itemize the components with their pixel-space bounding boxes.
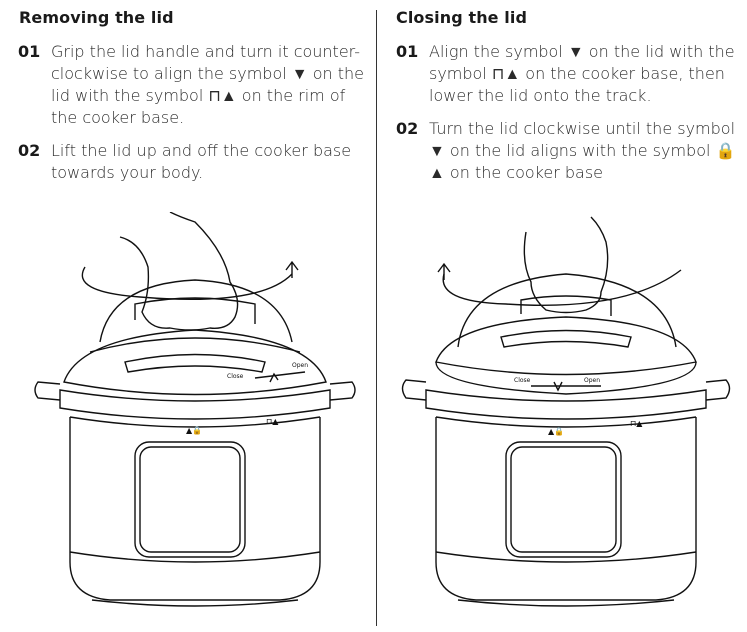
lid-close-label: Close xyxy=(514,377,531,384)
lid-handle xyxy=(99,279,293,343)
step-item: 02 Turn the lid clockwise until the symb… xyxy=(396,118,741,184)
column-divider xyxy=(376,10,378,626)
left-handle xyxy=(401,379,427,401)
lid-arrow-indicator xyxy=(531,381,601,392)
lid-handle xyxy=(457,273,677,348)
step-number: 01 xyxy=(396,42,419,61)
close-lid-illustration: Close Open ▲🔒 ⊓▲ xyxy=(396,212,736,622)
left-handle xyxy=(34,381,61,401)
pot-base xyxy=(457,599,675,607)
right-handle xyxy=(705,379,731,401)
pot-body xyxy=(69,417,321,601)
cooker-rim xyxy=(425,389,707,420)
step-item: 01 Align the symbol ▼ on the lid with th… xyxy=(396,41,741,107)
step-item: 01 Grip the lid handle and turn it count… xyxy=(18,41,368,129)
display-window xyxy=(505,441,622,558)
step-text: Turn the lid clockwise until the symbol … xyxy=(429,119,736,182)
step-text: Lift the lid up and off the cooker base … xyxy=(51,141,352,182)
step-text: Grip the lid handle and turn it counter-… xyxy=(51,42,364,127)
rotation-arrow xyxy=(442,269,682,306)
lid xyxy=(63,329,327,396)
hand xyxy=(119,212,239,331)
lid-open-label: Open xyxy=(292,362,308,369)
hand xyxy=(523,216,609,314)
pot-base xyxy=(91,599,299,607)
lock-symbol: ▲🔒 xyxy=(548,427,564,436)
display-window xyxy=(134,441,246,558)
cooker-rim xyxy=(59,389,331,420)
lid xyxy=(435,316,697,376)
right-handle xyxy=(329,381,356,401)
remove-lid-illustration: Close Open ▲🔒 ⊓▲ xyxy=(30,212,360,622)
closing-lid-section: Closing the lid 01 Align the symbol ▼ on… xyxy=(378,0,747,632)
pot-body xyxy=(435,417,697,601)
step-number: 01 xyxy=(18,42,41,61)
lid-close-label: Close xyxy=(227,373,244,380)
unlock-symbol: ⊓▲ xyxy=(630,419,643,428)
step-number: 02 xyxy=(396,119,419,138)
removing-lid-section: Removing the lid 01 Grip the lid handle … xyxy=(18,8,368,622)
rotation-arrow xyxy=(81,266,293,301)
lid-arrow-indicator xyxy=(254,371,306,383)
step-number: 02 xyxy=(18,141,41,160)
step-text: Align the symbol ▼ on the lid with the s… xyxy=(429,42,735,105)
step-item: 02 Lift the lid up and off the cooker ba… xyxy=(18,140,368,184)
step-list: 01 Grip the lid handle and turn it count… xyxy=(18,41,368,195)
lid-open-label: Open xyxy=(584,377,600,384)
step-list: 01 Align the symbol ▼ on the lid with th… xyxy=(396,41,741,195)
lock-symbol: ▲🔒 xyxy=(186,426,202,435)
section-heading: Closing the lid xyxy=(396,8,528,27)
section-heading: Removing the lid xyxy=(19,8,174,27)
unlock-symbol: ⊓▲ xyxy=(266,417,279,426)
